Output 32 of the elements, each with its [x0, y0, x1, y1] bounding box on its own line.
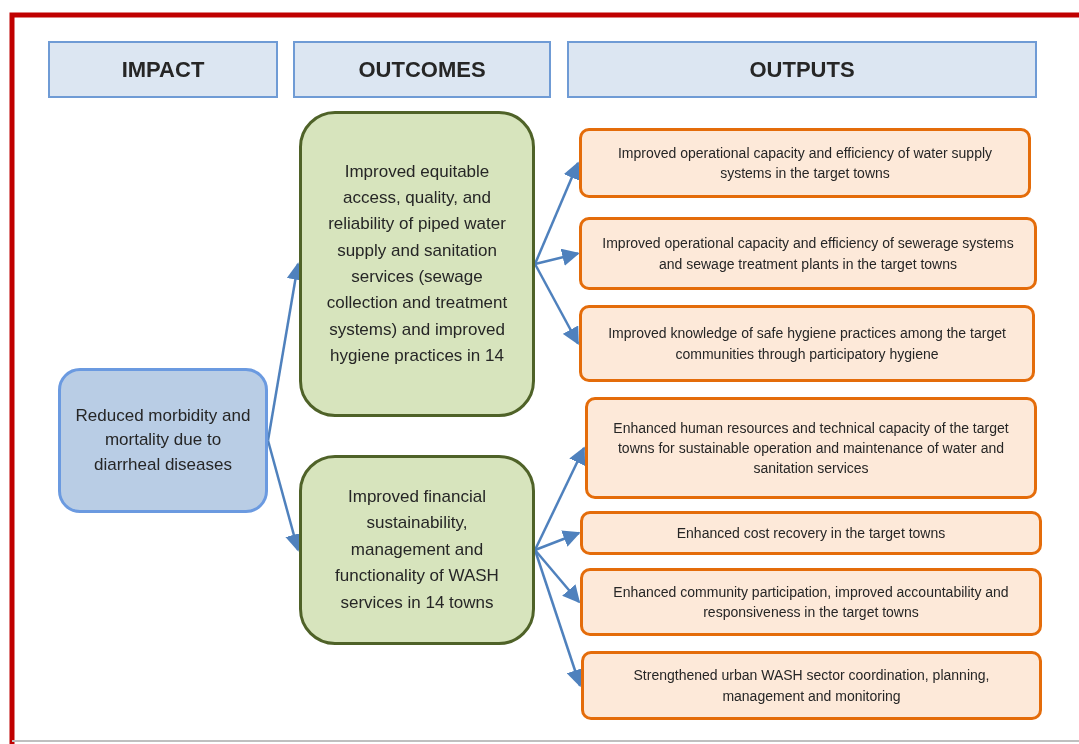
output-box — [579, 305, 1035, 382]
box-text: Improved equitable access, quality, and reliability of piped water supply and sanitation services (sewage collection and treatment systems) and improved hygiene practices in 14 — [325, 160, 509, 368]
box-text: Improved operational capacity and efficiency of sewerage systems and sewage treatment plants in the target towns — [601, 234, 1015, 274]
box-text: Enhanced cost recovery in the target towns — [676, 523, 946, 543]
box-text: Strengthened urban WASH sector coordination, planning, management and monitoring — [632, 666, 991, 706]
arrow — [533, 263, 580, 346]
output-box — [581, 651, 1042, 720]
box-text: OUTCOMES — [358, 55, 486, 84]
impact-box — [58, 368, 268, 513]
outcome-box — [299, 111, 535, 417]
arrow — [534, 248, 580, 266]
column-header — [293, 41, 551, 98]
arrow — [534, 549, 581, 604]
box-text: Improved financial sustainability, management and functionality of WASH services in 14 towns — [334, 486, 500, 614]
box-text: Enhanced community participation, improved accountability and responsiveness in the target towns — [612, 582, 1010, 622]
box-text: Improved knowledge of safe hygiene practices among the target communities through participatory hygiene — [607, 324, 1007, 364]
output-box — [585, 397, 1037, 499]
arrow — [533, 161, 580, 265]
outcome-box — [299, 455, 535, 645]
output-box — [580, 511, 1042, 555]
box-text: Reduced morbidity and mortality due to diarrheal diseases — [75, 404, 251, 476]
box-text: Enhanced human resources and technical capacity of the target towns for sustainable operation and maintenance of water and sanitation services — [612, 418, 1010, 479]
column-header — [567, 41, 1037, 98]
arrow — [534, 530, 581, 552]
output-box — [579, 128, 1031, 198]
column-header — [48, 41, 278, 98]
output-box — [579, 217, 1037, 290]
box-text: OUTPUTS — [749, 55, 855, 84]
box-text: IMPACT — [121, 55, 205, 84]
box-text: Improved operational capacity and efficiency of water supply systems in the target towns — [616, 143, 994, 183]
arrow — [533, 446, 586, 551]
output-box — [580, 568, 1042, 636]
